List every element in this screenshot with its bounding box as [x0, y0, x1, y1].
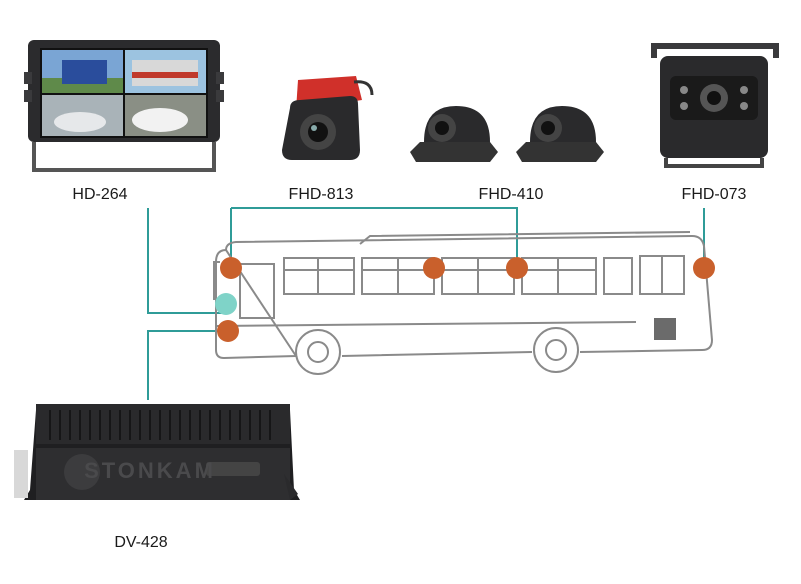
mdvr-icon: STONKAM	[14, 404, 300, 500]
dome-camera-icon	[516, 106, 604, 162]
device-label-fhd-813: FHD-813	[289, 186, 354, 203]
device-label-hd-264: HD-264	[72, 186, 127, 203]
connector-dome-camera	[231, 207, 518, 268]
bus-rear-panel	[654, 318, 676, 340]
mount-point-dash-camera	[220, 257, 242, 279]
device-label-fhd-073: FHD-073	[682, 186, 747, 203]
bus-outline	[213, 231, 714, 375]
connector-mdvr	[147, 330, 228, 400]
monitor-icon	[24, 40, 224, 172]
brand-watermark: STONKAM	[84, 458, 216, 483]
mount-point-rear-camera	[693, 257, 715, 279]
camera-mount-points	[215, 257, 715, 342]
dash-camera-icon	[282, 76, 374, 160]
rear-camera-icon	[651, 43, 779, 168]
mount-point-mdvr	[217, 320, 239, 342]
device-label-fhd-410: FHD-410	[479, 186, 544, 203]
dome-camera-icon	[410, 106, 498, 162]
device-label-dv-428: DV-428	[114, 534, 167, 551]
mount-point-dome-camera-right	[506, 257, 528, 279]
connector-monitor	[147, 208, 226, 314]
mount-point-monitor	[215, 293, 237, 315]
mount-point-dome-camera-left	[423, 257, 445, 279]
connector-lines	[147, 207, 705, 400]
